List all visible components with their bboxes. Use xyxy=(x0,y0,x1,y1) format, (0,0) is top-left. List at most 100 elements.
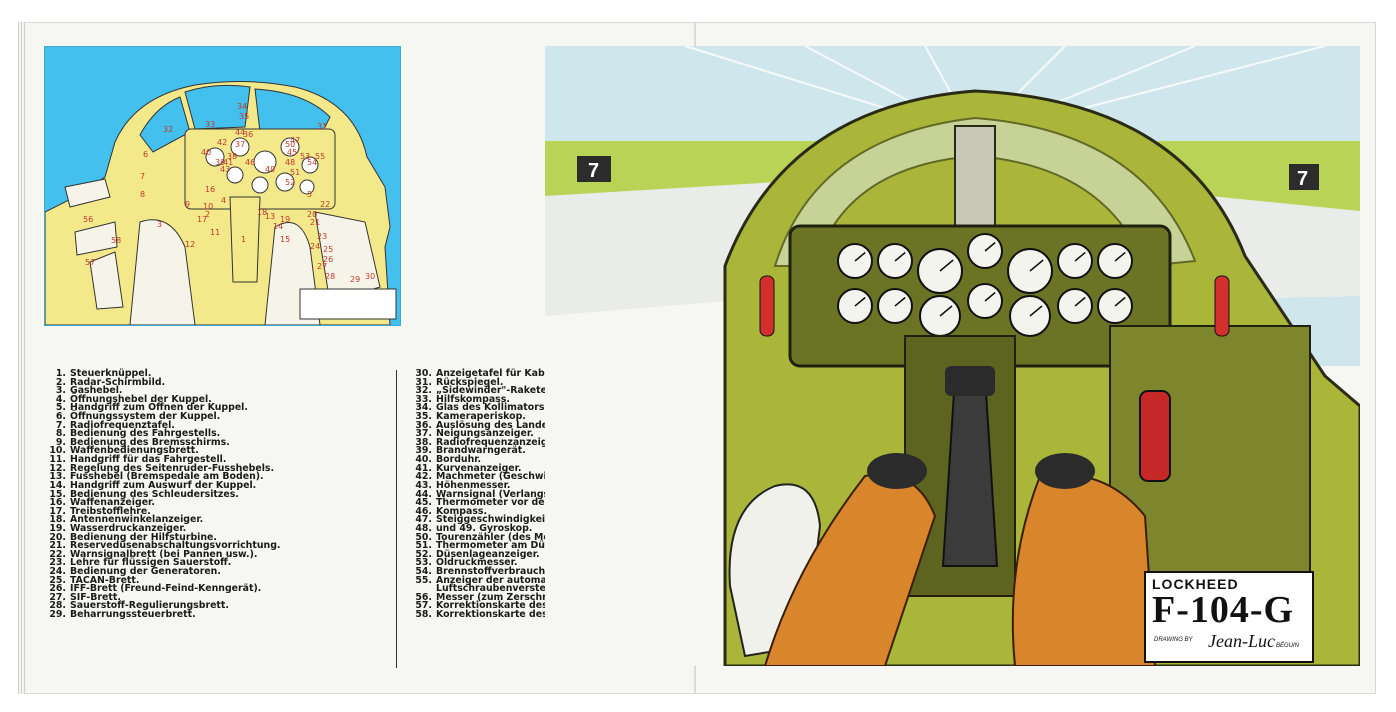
diagram-gauge xyxy=(299,179,315,195)
legend-item-number: 7. xyxy=(55,419,66,431)
gauge-needle xyxy=(894,296,906,307)
legend-item: 12.Regelung des Seitenruder-Fusshebels. xyxy=(46,464,386,474)
legend-item-number: 3. xyxy=(55,385,66,397)
diagram-gauge xyxy=(275,172,295,192)
diagram-callout-number: 46 xyxy=(245,158,255,167)
diagram-callout-number: 54 xyxy=(307,158,317,167)
gauge-needle xyxy=(939,259,954,272)
legend-item: 48.und 49. Gyroskop. xyxy=(412,522,712,534)
gauge-needle xyxy=(984,291,996,302)
legend-item-number: 25. xyxy=(49,574,66,586)
legend-item-text: Messer (zum Zerschneiden der Kappe). xyxy=(436,591,644,603)
legend-item-text: Wasserdruckanzeiger. xyxy=(70,522,187,534)
legend-item: 47.Steiggeschwindigkeitsmesser. xyxy=(412,514,712,526)
legend-item-number: 30. xyxy=(415,368,432,379)
runway-marker-label: 7 xyxy=(588,160,599,182)
legend-item: 39.Brandwarngerät. xyxy=(412,446,712,456)
legend-item: 6.Öffnungssystem der Kuppel. xyxy=(46,411,386,423)
runway-marker-sign xyxy=(577,156,611,182)
legend-item-number: 32. xyxy=(415,385,432,397)
legend-item-number: 18. xyxy=(49,514,66,526)
pilot-left-boot xyxy=(867,453,927,489)
pilot-right-leg xyxy=(1011,473,1157,666)
legend-item: 25.TACAN-Brett. xyxy=(46,574,386,586)
legend-item-text: Hilfskompass. xyxy=(436,393,510,405)
diagram-callout-number: 28 xyxy=(325,272,335,281)
legend-item-text: Bedienung des Fahrgestells. xyxy=(70,428,221,440)
legend-item-text: Düsenlageanzeiger. xyxy=(436,548,540,560)
diagram-callout-number: 14 xyxy=(273,222,283,231)
legend-item: 10.Waffenbedienungsbrett. xyxy=(46,445,386,457)
legend-item-number: 51. xyxy=(415,540,432,552)
legend-list-left: 1.Steuerknüppel.2.Radar-Schirmbild.3.Gas… xyxy=(46,369,386,621)
badge-credit-label: DRAWING BY xyxy=(1154,637,1193,643)
windshield xyxy=(773,116,1197,268)
legend-item-number: 57. xyxy=(415,600,432,612)
gauge-needle xyxy=(1029,305,1043,317)
diagram-callout-number: 12 xyxy=(185,240,195,249)
diagram-gauges xyxy=(205,137,319,195)
blank-corner xyxy=(545,301,725,666)
legend-item: 40.Borduhr. xyxy=(412,454,712,466)
diagram-callout-number: 23 xyxy=(317,232,327,241)
legend-item-text: IFF-Brett (Freund-Feind-Kenngerät). xyxy=(70,583,262,595)
legend-item-text: Waffenbedienungsbrett. xyxy=(70,445,199,457)
legend-item-text: Öldruckmesser. xyxy=(436,557,518,569)
legend-item: 9.Bedienung des Bremsschirms. xyxy=(46,436,386,448)
diagram-callout-number: 24 xyxy=(310,242,320,251)
badge-credit-signature: Jean-Luc xyxy=(1208,631,1275,651)
legend-item-text: Tourenzähler (des Motors). xyxy=(436,531,579,543)
diagram-callout-number: 6 xyxy=(143,150,148,159)
legend-item-number: 48. xyxy=(415,522,432,534)
diagram-callout-number: 20 xyxy=(307,210,317,219)
stick-grip xyxy=(945,366,995,396)
diagram-gauge xyxy=(253,150,277,174)
legend-item: 30.Anzeigetafel für Kabinentemperatur. xyxy=(412,368,712,379)
legend-item: 54.Brennstoffverbrauchmesser. xyxy=(412,567,712,577)
legend-item-number: 41. xyxy=(415,462,432,474)
diagram-callout-number: 55 xyxy=(315,152,325,161)
legend-item: 44.Warnsignal (Verlangsamen !) xyxy=(412,489,712,500)
legend-item-text: Gashebel. xyxy=(70,385,123,397)
legend-item-number: 23. xyxy=(49,557,66,569)
legend-item: 3. Gashebel. xyxy=(46,385,386,397)
legend-item-number: 36. xyxy=(415,419,432,431)
legend-item-number: 31. xyxy=(415,376,432,388)
diagram-callout-number: 5 xyxy=(307,190,312,199)
gunsight xyxy=(954,125,996,237)
badge-model: F-104-G xyxy=(1152,589,1295,631)
legend-item-text: Lehre für flüssigen Sauerstoff. xyxy=(70,557,232,569)
legend-item: 31.Rückspiegel. xyxy=(412,376,712,388)
legend-item-text: Borduhr. xyxy=(436,454,482,466)
legend-item: 24.Bedienung der Generatoren. xyxy=(46,567,386,577)
legend-item: 57.Korrektionskarte des Höhenmessers. xyxy=(412,600,712,612)
diagram-callout-number: 9 xyxy=(185,200,190,209)
badge-maker: LOCKHEED xyxy=(1152,576,1239,592)
legend-item: 56.Messer (zum Zerschneiden der Kappe). xyxy=(412,591,712,603)
legend-item-text: SIF-Brett. xyxy=(70,591,121,603)
diagram-callout-number: 18 xyxy=(257,208,267,217)
legend-item-number: 29. xyxy=(49,609,66,621)
diagram-callout-number: 45 xyxy=(287,148,297,157)
legend-item-text: Öffnungssystem der Kuppel. xyxy=(70,411,221,423)
legend-item-number: 37. xyxy=(415,428,432,440)
legend-item: 20.Bedienung der Hilfsturbine. xyxy=(46,532,386,543)
legend-item-number: 46. xyxy=(415,505,432,517)
legend-item: 29.Beharrungssteuerbrett. xyxy=(46,609,386,621)
legend-item-number: 21. xyxy=(49,540,66,552)
legend-item: 23. Lehre für flüssigen Sauerstoff. xyxy=(46,557,386,569)
legend-item-number: 52. xyxy=(415,548,432,560)
gauge-needle xyxy=(1074,296,1086,307)
diagram-callout-number: 33 xyxy=(205,120,215,129)
legend-item-text: Thermometer vor dem Motor. xyxy=(436,497,592,509)
legend-item-number: 47. xyxy=(415,514,432,526)
legend-item: 19.Wasserdruckanzeiger. xyxy=(46,522,386,534)
legend-item-text: Antennenwinkelanzeiger. xyxy=(70,514,204,526)
legend-item: 11.Handgriff für das Fahrgestell. xyxy=(46,455,386,465)
diagram-callout-number: 48 xyxy=(285,158,295,167)
legend-item: 16.Waffenanzeiger. xyxy=(46,498,386,508)
legend-item: 33.Hilfskompass. xyxy=(412,393,712,405)
legend-item-number: 9. xyxy=(55,436,66,448)
legend-item-text: Machmeter (Geschwindigkeitsmesser). xyxy=(436,471,642,483)
legend-item: 53.Öldruckmesser. xyxy=(412,557,712,569)
